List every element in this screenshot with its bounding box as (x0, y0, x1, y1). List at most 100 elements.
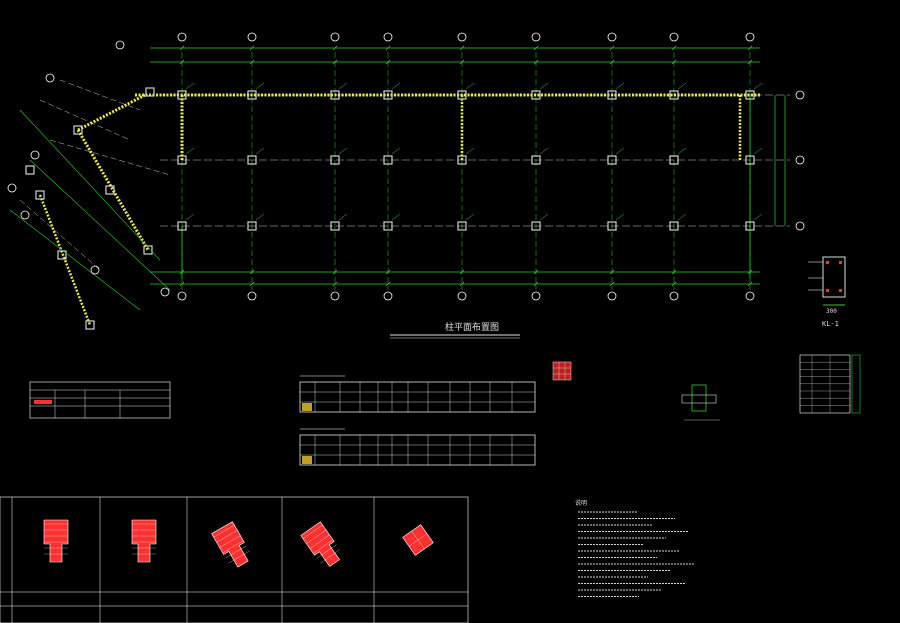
schedule-highlight (302, 403, 312, 411)
rebar-line (225, 545, 247, 559)
column-section-shape (300, 521, 340, 567)
axis-bubble-right (795, 90, 805, 100)
dimension-tick (747, 281, 753, 287)
joint-detail (681, 384, 720, 421)
column (669, 155, 679, 165)
column-leader (677, 82, 687, 90)
table-frame (799, 354, 851, 414)
wing-axis-line (39, 99, 131, 141)
column-section (211, 521, 250, 568)
dimension-tick (385, 281, 391, 287)
wing-dimension-line (9, 209, 141, 311)
table-side-bar (851, 354, 861, 414)
column-leader (753, 213, 763, 221)
rebar-line (302, 524, 323, 539)
schedule-two (299, 428, 536, 466)
schedule-highlight (302, 456, 312, 464)
section-row-frame (0, 496, 469, 623)
dimension-tick (533, 45, 539, 51)
rebar-line (316, 544, 337, 559)
dimension-tick (671, 45, 677, 51)
wing-axis-line (59, 79, 141, 111)
column (177, 221, 187, 231)
plan-title: 柱平面布置图 (445, 321, 499, 333)
axis-bubble-bottom (247, 291, 257, 301)
column (383, 90, 393, 100)
beam-wing (38, 194, 92, 326)
column (531, 90, 541, 100)
schedule-one (299, 375, 536, 413)
dimension-tick (332, 281, 338, 287)
dimension-tick (459, 269, 465, 275)
column (145, 87, 155, 97)
dimension-tick (385, 59, 391, 65)
column (247, 90, 257, 100)
axis-bubble-bottom (383, 291, 393, 301)
column (57, 250, 67, 260)
dimension-tick (609, 269, 615, 275)
axis-bubble (20, 210, 30, 220)
dimension-tick (671, 269, 677, 275)
column (85, 320, 95, 330)
skewed-wing-plan (7, 40, 171, 330)
column (247, 155, 257, 165)
axis-bubble (160, 287, 170, 297)
section-row (0, 496, 469, 623)
dimension-tick (533, 269, 539, 275)
column-leader (391, 147, 401, 155)
column-leader (338, 147, 348, 155)
column-leader (338, 82, 348, 90)
notes-block: 说明 (575, 499, 694, 597)
dimension-tick (747, 59, 753, 65)
red-grid-symbol (552, 361, 572, 381)
column-leader (255, 213, 265, 221)
column-leader (539, 147, 549, 155)
column (105, 185, 115, 195)
column-leader (677, 147, 687, 155)
dimension-tick (249, 281, 255, 287)
rebar-line (216, 530, 238, 543)
column-section (43, 519, 69, 563)
column-section (300, 521, 340, 567)
column-leader (185, 147, 195, 155)
column (457, 90, 467, 100)
axis-bubble (115, 40, 125, 50)
axis-bubble-top (531, 32, 541, 42)
dimension-tick (671, 59, 677, 65)
wing-axis-line (49, 139, 171, 176)
column-leader (185, 213, 195, 221)
axis-bubble-bottom (177, 291, 187, 301)
beam-wing (76, 129, 150, 251)
column-leader (465, 213, 475, 221)
column-leader (465, 82, 475, 90)
dimension-tick (179, 45, 185, 51)
rebar-line (213, 525, 235, 538)
rebar-line (219, 535, 241, 548)
dimension-tick (249, 59, 255, 65)
section-dim: 300 (826, 308, 837, 315)
axis-bubble-top (330, 32, 340, 42)
column (531, 155, 541, 165)
column (607, 90, 617, 100)
column (330, 155, 340, 165)
dimension-tick (249, 269, 255, 275)
axis-bubble (30, 150, 40, 160)
axis-bubble-right (795, 221, 805, 231)
column (330, 221, 340, 231)
right-table (799, 354, 861, 414)
dimension-tick (609, 281, 615, 287)
dimension-tick (332, 45, 338, 51)
column (383, 221, 393, 231)
column (457, 221, 467, 231)
dimension-tick (459, 281, 465, 287)
column (25, 165, 35, 175)
column-leader (615, 213, 625, 221)
axis-bubble-top (457, 32, 467, 42)
column (177, 90, 187, 100)
column (330, 90, 340, 100)
column-leader (615, 147, 625, 155)
rebar-line (320, 549, 340, 564)
axis-bubble-bottom (330, 291, 340, 301)
dimension-tick (385, 269, 391, 275)
axis-bubble-top (247, 32, 257, 42)
